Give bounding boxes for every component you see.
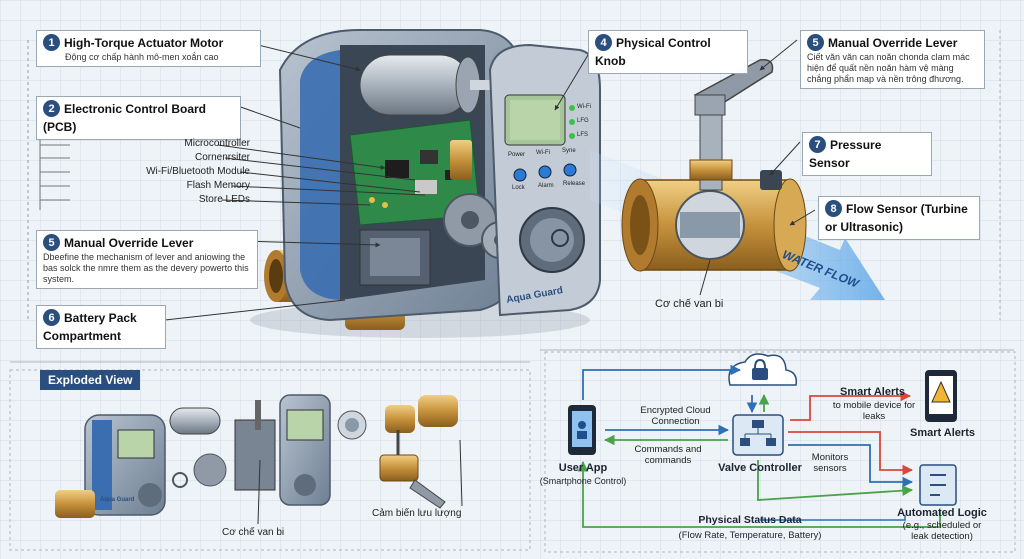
callout-number: 5 [43, 234, 60, 252]
callout-actuator-motor: 1 High-Torque Actuator Motor Động cơ chấp… [36, 30, 261, 67]
callout-number: 1 [43, 34, 60, 52]
callout-subtitle: Dbeefine the mechanism of lever and anio… [43, 252, 249, 284]
exploded-flow-sensor-label: Cảm biến lưu lượng [372, 508, 462, 519]
device-led-lfg: LFG [577, 118, 589, 124]
callout-number: 8 [825, 200, 842, 218]
system-flow-diagram [568, 353, 957, 528]
device-button-power: Power [508, 152, 526, 158]
callout-title: Manual Override Lever [64, 236, 194, 250]
exploded-brand-small: Aqua Guard [100, 497, 135, 503]
valve-controller-title: Valve Controller [718, 462, 802, 474]
pcb-item-microcontroller: Microcontroller [184, 138, 250, 149]
main-device-illustration [250, 29, 601, 338]
callout-title: Battery Pack Compartment [43, 311, 137, 343]
device-led-lfs: LFS [577, 132, 589, 138]
callout-number: 6 [43, 309, 60, 327]
physical-status-title: Physical Status Data [698, 514, 802, 526]
exploded-view-illustration [55, 394, 458, 518]
pcb-item-flash-memory: Flash Memory [186, 180, 250, 191]
callout-subtitle: Ciết văn văn can noăn chonda clam mác hi… [807, 52, 970, 84]
device-button-release-label: Release [563, 181, 586, 187]
smart-alerts-arrow-label: Smart Alerts [840, 386, 906, 398]
exploded-view-heading: Exploded View [40, 370, 141, 390]
callout-number: 5 [807, 34, 824, 52]
encrypted-cloud-label: Encrypted Cloud Connection [640, 405, 711, 427]
callout-title: High-Torque Actuator Motor [64, 36, 224, 50]
callout-title: Pressure Sensor [809, 138, 882, 170]
callout-override-lever-left: 5 Manual Override Lever Dbeefine the mech… [36, 230, 258, 289]
commands-label: Commands and commands [634, 444, 702, 466]
device-button-syne: Syne [562, 148, 576, 154]
callout-title: Electronic Control Board (PCB) [43, 102, 207, 134]
monitors-sensors-label: Monitors sensors [811, 452, 849, 474]
user-app-subtitle: (Smartphone Control) [539, 476, 627, 486]
pcb-item-cornenrsiter: Cornenrsiter [194, 152, 250, 163]
ball-valve-label: Cơ chế van bi [655, 298, 724, 310]
callout-number: 2 [43, 100, 60, 118]
device-button-wifi: Wi-Fi [536, 150, 550, 156]
callout-override-lever-right: 5 Manual Override Lever Ciết văn văn can … [800, 30, 985, 89]
exploded-ball-valve-label: Cơ chế van bi [222, 527, 285, 538]
smart-alerts-title: Smart Alerts [909, 427, 975, 439]
user-app-title: User App [558, 462, 608, 474]
device-button-alarm-label: Alarm [538, 183, 554, 189]
pcb-item-store-leds: Store LEDs [198, 194, 250, 205]
automated-logic-title: Automated Logic [897, 507, 987, 519]
callout-connectors [27, 39, 816, 525]
device-button-lock-label: Lock [512, 185, 525, 191]
ball-valve-illustration [590, 59, 885, 300]
device-led-wifi: Wi-Fi [577, 104, 591, 110]
callout-number: 4 [595, 34, 612, 52]
callout-subtitle: Động cơ chấp hành mô-men xoắn cao [65, 52, 219, 62]
physical-status-sub: (Flow Rate, Temperature, Battery) [678, 530, 822, 541]
pcb-item-wifi-module: Wi-Fi/Bluetooth Module [146, 166, 250, 177]
callout-number: 7 [809, 136, 826, 154]
callout-title: Flow Sensor (Turbine or Ultrasonic) [825, 202, 968, 234]
callout-title: Manual Override Lever [828, 36, 958, 50]
callout-title: Physical Control Knob [595, 36, 711, 68]
smart-alerts-sub: to mobile device for leaks [832, 400, 916, 422]
automated-logic-sub: (e.g., scheduled or leak detection) [902, 520, 982, 542]
